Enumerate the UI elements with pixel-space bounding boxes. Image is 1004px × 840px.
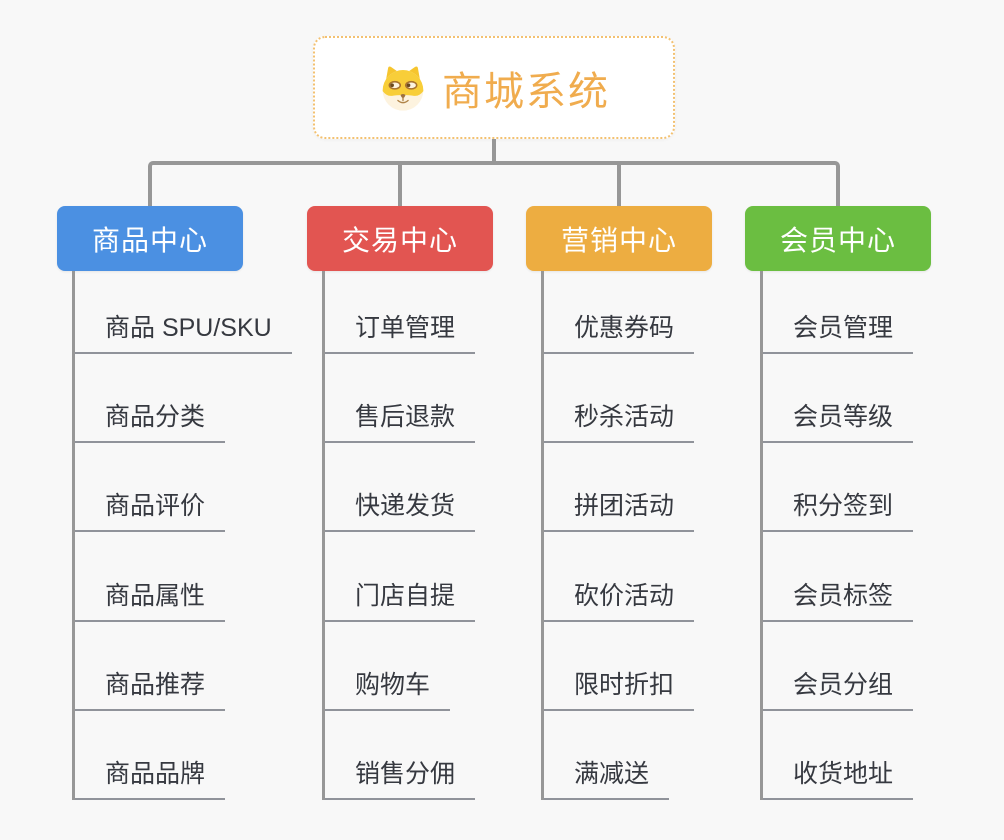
leaf-node[interactable]: 订单管理 xyxy=(322,308,476,354)
connector-drop-marketing xyxy=(617,163,621,207)
leaf-node[interactable]: 商品推荐 xyxy=(72,665,226,711)
leaf-node[interactable]: 积分签到 xyxy=(760,486,914,533)
connector-drop-trade xyxy=(398,163,402,207)
leaf-node[interactable]: 秒杀活动 xyxy=(541,397,695,444)
leaf-node[interactable]: 购物车 xyxy=(322,665,451,711)
leaf-node[interactable]: 限时折扣 xyxy=(541,665,695,711)
root-node[interactable]: 商城系统 xyxy=(313,36,675,139)
root-title: 商城系统 xyxy=(442,69,610,114)
branch-box-marketing[interactable]: 营销中心 xyxy=(526,206,712,271)
branch-column-marketing: 营销中心 优惠券码 秒杀活动 拼团活动 砍价活动 限时折扣 满减送 xyxy=(526,206,796,800)
branch-column-member: 会员中心 会员管理 会员等级 积分签到 会员标签 会员分组 收货地址 xyxy=(745,206,1004,800)
leaf-node[interactable]: 快递发货 xyxy=(322,486,476,533)
branch-box-product[interactable]: 商品中心 xyxy=(57,206,243,271)
leaf-node[interactable]: 会员标签 xyxy=(760,576,914,622)
branch-children-product: 商品 SPU/SKU 商品分类 商品评价 商品属性 商品推荐 商品品牌 xyxy=(57,271,327,800)
branch-label: 营销中心 xyxy=(560,224,677,256)
leaf-node[interactable]: 砍价活动 xyxy=(541,576,695,622)
branch-children-trade: 订单管理 售后退款 快递发货 门店自提 购物车 销售分佣 xyxy=(307,271,577,800)
leaf-node[interactable]: 商品 SPU/SKU xyxy=(72,308,292,354)
leaf-node[interactable]: 会员等级 xyxy=(760,397,914,444)
leaf-node[interactable]: 销售分佣 xyxy=(322,754,476,800)
leaf-node[interactable]: 商品评价 xyxy=(72,486,226,533)
leaf-node[interactable]: 商品属性 xyxy=(72,576,226,622)
leaf-node[interactable]: 商品品牌 xyxy=(72,754,226,800)
leaf-node[interactable]: 优惠券码 xyxy=(541,308,695,354)
branch-label: 交易中心 xyxy=(341,224,458,256)
branch-label: 商品中心 xyxy=(91,224,208,256)
leaf-node[interactable]: 满减送 xyxy=(541,754,670,800)
branch-bus-connector xyxy=(148,161,840,207)
branch-box-member[interactable]: 会员中心 xyxy=(745,206,931,271)
branch-column-product: 商品中心 商品 SPU/SKU 商品分类 商品评价 商品属性 商品推荐 商品品牌 xyxy=(57,206,327,800)
branch-label: 会员中心 xyxy=(779,224,896,256)
branch-children-marketing: 优惠券码 秒杀活动 拼团活动 砍价活动 限时折扣 满减送 xyxy=(526,271,796,800)
leaf-node[interactable]: 拼团活动 xyxy=(541,486,695,533)
branch-box-trade[interactable]: 交易中心 xyxy=(307,206,493,271)
branch-column-trade: 交易中心 订单管理 售后退款 快递发货 门店自提 购物车 销售分佣 xyxy=(307,206,577,800)
leaf-node[interactable]: 会员分组 xyxy=(760,665,914,711)
branch-vline xyxy=(72,271,75,800)
root-stem-connector xyxy=(492,139,496,165)
leaf-node[interactable]: 售后退款 xyxy=(322,397,476,444)
leaf-node[interactable]: 商品分类 xyxy=(72,397,226,444)
branch-vline xyxy=(322,271,325,800)
leaf-node[interactable]: 收货地址 xyxy=(760,754,914,800)
leaf-node[interactable]: 门店自提 xyxy=(322,576,476,622)
branch-vline xyxy=(541,271,544,800)
branch-vline xyxy=(760,271,763,800)
branch-children-member: 会员管理 会员等级 积分签到 会员标签 会员分组 收货地址 xyxy=(745,271,1004,800)
leaf-node[interactable]: 会员管理 xyxy=(760,308,914,354)
doge-icon xyxy=(378,63,428,113)
